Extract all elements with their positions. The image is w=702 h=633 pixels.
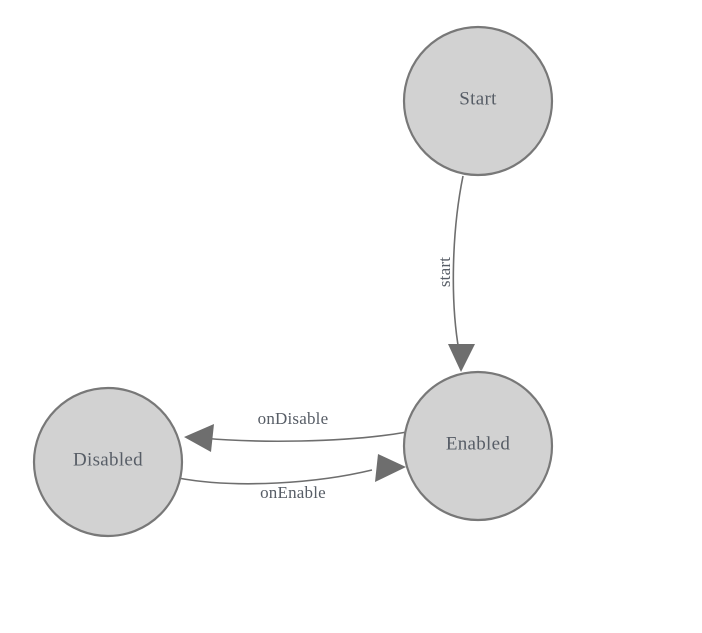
edge-line-ondisable bbox=[201, 431, 408, 443]
node-start[interactable]: Start bbox=[402, 25, 554, 177]
edge-line-start bbox=[452, 175, 464, 352]
edge-enabled-to-disabled[interactable]: onDisable bbox=[184, 409, 408, 452]
arrowhead-icon-onenable bbox=[375, 454, 406, 482]
node-label-start: Start bbox=[459, 88, 497, 109]
edge-disabled-to-enabled[interactable]: onEnable bbox=[177, 454, 406, 502]
edge-label-start: start bbox=[435, 257, 454, 287]
node-label-enabled: Enabled bbox=[446, 433, 511, 454]
arrowhead-icon-start bbox=[448, 344, 475, 372]
node-label-disabled: Disabled bbox=[73, 449, 143, 470]
node-disabled[interactable]: Disabled bbox=[32, 386, 184, 538]
node-circle-enabled[interactable] bbox=[402, 370, 554, 522]
node-circle-disabled[interactable] bbox=[32, 386, 184, 538]
edge-start-to-enabled[interactable]: start bbox=[435, 175, 475, 372]
edge-line-onenable bbox=[177, 469, 373, 485]
edge-label-ondisable: onDisable bbox=[258, 409, 329, 428]
edge-label-onenable: onEnable bbox=[260, 483, 326, 502]
node-enabled[interactable]: Enabled bbox=[402, 370, 554, 522]
arrowhead-icon-ondisable bbox=[184, 424, 214, 452]
node-circle-start[interactable] bbox=[402, 25, 554, 177]
